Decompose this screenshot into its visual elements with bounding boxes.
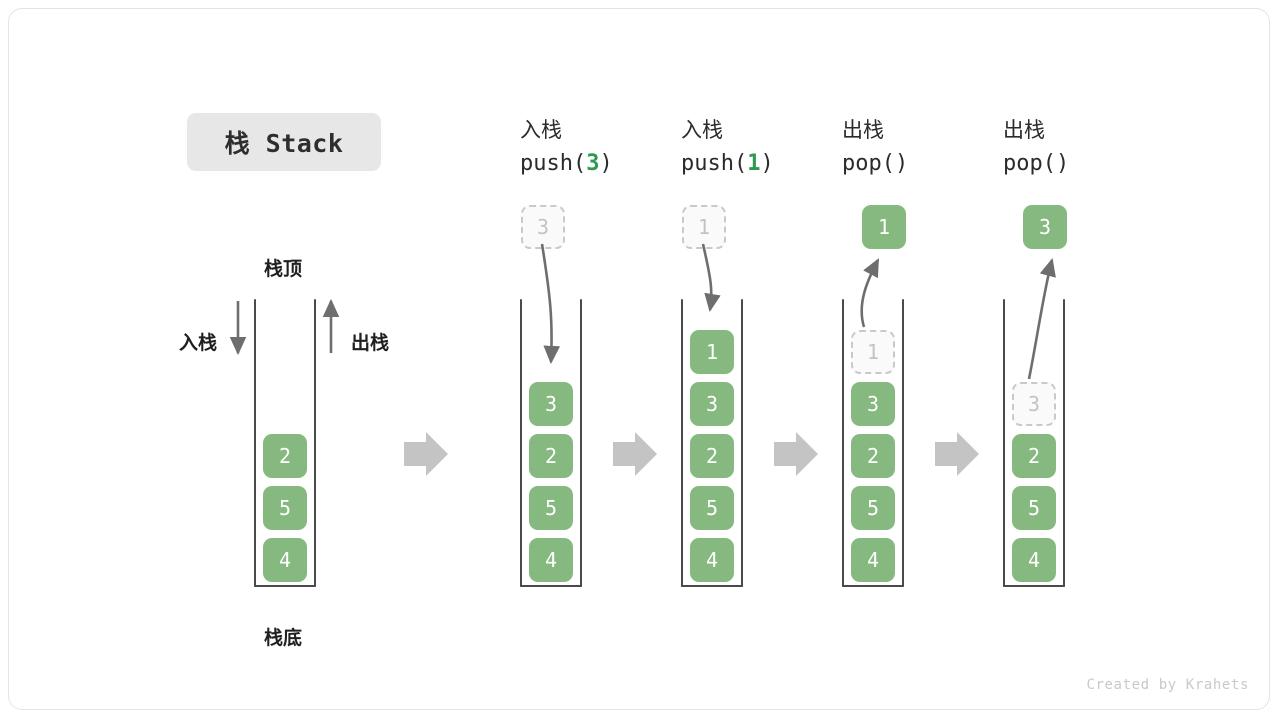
pop-direction-label: 出栈 bbox=[351, 332, 390, 354]
stack-cell: 4 bbox=[529, 538, 573, 582]
stack-container-pop-1: 1 3 2 5 4 bbox=[842, 299, 904, 587]
stack-cell: 4 bbox=[851, 538, 895, 582]
stack-cell: 2 bbox=[529, 434, 573, 478]
stack-wall-left bbox=[254, 299, 256, 587]
column-header-cjk: 出栈 bbox=[1003, 118, 1045, 142]
push-direction-label: 入栈 bbox=[179, 332, 218, 354]
stack-bottom-label: 栈底 bbox=[264, 627, 303, 649]
stack-top-label: 栈顶 bbox=[264, 258, 303, 280]
stack-cell: 1 bbox=[690, 330, 734, 374]
credit-text: Created by Krahets bbox=[1086, 677, 1249, 693]
column-header-code: push(1) bbox=[681, 150, 774, 176]
column-header-pop-1: 出栈 pop() bbox=[842, 114, 908, 181]
popped-value-box: 1 bbox=[862, 205, 906, 249]
column-header-cjk: 入栈 bbox=[520, 118, 562, 142]
diagram-title-badge: 栈 Stack bbox=[187, 113, 381, 171]
stack-cell: 5 bbox=[690, 486, 734, 530]
diagram-card: 栈 Stack 栈顶 栈底 入栈 出栈 2 5 4 入栈 push(3) 3 3… bbox=[8, 8, 1270, 710]
column-header-code: pop() bbox=[1003, 150, 1070, 176]
stack-cell: 4 bbox=[263, 538, 307, 582]
flow-arrow bbox=[404, 432, 448, 476]
stack-cell: 3 bbox=[690, 382, 734, 426]
flow-arrow bbox=[613, 432, 657, 476]
popped-value-box: 3 bbox=[1023, 205, 1067, 249]
stack-cell: 2 bbox=[263, 434, 307, 478]
stack-cell: 5 bbox=[1012, 486, 1056, 530]
diagram-title-text: 栈 Stack bbox=[224, 129, 344, 158]
stack-floor bbox=[254, 585, 316, 587]
stack-cell: 5 bbox=[529, 486, 573, 530]
stack-cell: 2 bbox=[690, 434, 734, 478]
stack-cell: 2 bbox=[851, 434, 895, 478]
stack-container-push-1: 1 3 2 5 4 bbox=[681, 299, 743, 587]
stack-cell: 5 bbox=[851, 486, 895, 530]
stack-container-pop-3: 3 2 5 4 bbox=[1003, 299, 1065, 587]
column-header-code: push(3) bbox=[520, 150, 613, 176]
stack-wall-right bbox=[314, 299, 316, 587]
incoming-value-box: 3 bbox=[521, 205, 565, 249]
diagram-stage: 栈 Stack 栈顶 栈底 入栈 出栈 2 5 4 入栈 push(3) 3 3… bbox=[9, 9, 1269, 709]
stack-cell: 4 bbox=[1012, 538, 1056, 582]
flow-arrow bbox=[774, 432, 818, 476]
column-header-code: pop() bbox=[842, 150, 909, 176]
column-header-pop-3: 出栈 pop() bbox=[1003, 114, 1069, 181]
column-header-push-3: 入栈 push(3) bbox=[520, 114, 613, 181]
stack-cell: 3 bbox=[529, 382, 573, 426]
stack-container-push-3: 3 2 5 4 bbox=[520, 299, 582, 587]
incoming-value-box: 1 bbox=[682, 205, 726, 249]
stack-cell-ghost: 1 bbox=[851, 330, 895, 374]
flow-arrow bbox=[935, 432, 979, 476]
stack-cell: 3 bbox=[851, 382, 895, 426]
column-header-push-1: 入栈 push(1) bbox=[681, 114, 774, 181]
column-header-cjk: 入栈 bbox=[681, 118, 723, 142]
stack-cell-ghost: 3 bbox=[1012, 382, 1056, 426]
stack-cell: 4 bbox=[690, 538, 734, 582]
stack-container-initial: 2 5 4 bbox=[254, 299, 316, 587]
stack-cell: 2 bbox=[1012, 434, 1056, 478]
column-header-cjk: 出栈 bbox=[842, 118, 884, 142]
stack-cell: 5 bbox=[263, 486, 307, 530]
